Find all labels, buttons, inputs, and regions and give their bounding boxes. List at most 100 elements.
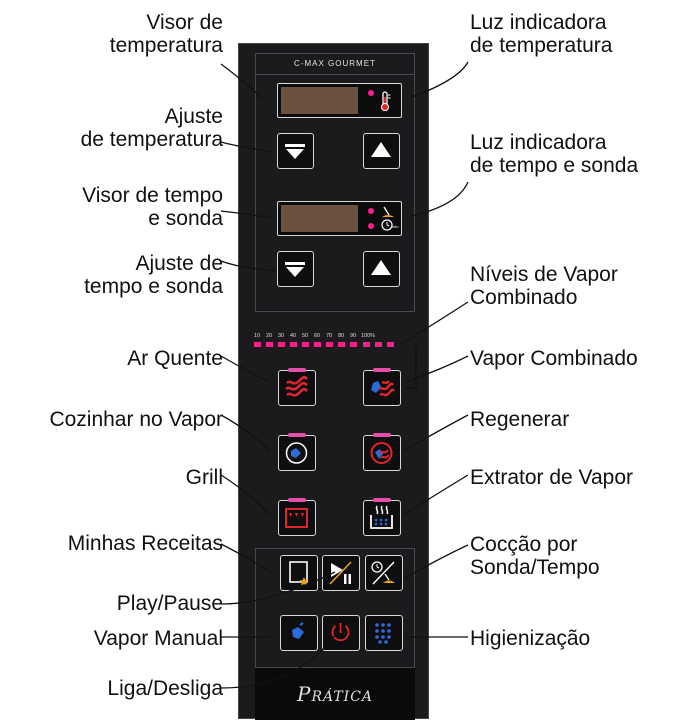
regenerar-button[interactable]	[363, 433, 401, 471]
vapor-combinado-button[interactable]	[363, 368, 401, 406]
steam-level-segment	[350, 342, 357, 347]
label-vapor-combinado: Vapor Combinado	[470, 347, 638, 370]
arrow-up-icon	[371, 260, 391, 275]
leader-ajuste-tempo	[220, 260, 276, 272]
leader-ajuste-temperatura	[220, 141, 273, 153]
leader-niveis-bracket	[405, 345, 417, 389]
grill-button[interactable]	[278, 498, 316, 536]
time-probe-display: min	[277, 201, 402, 236]
brand-logo: PRÁTICA	[296, 682, 374, 706]
mode-indicator	[373, 433, 391, 437]
leader-regenerar	[404, 414, 469, 451]
arrow-up-icon	[371, 142, 391, 157]
leader-visor-temperatura	[220, 63, 263, 99]
steam-level-label: 60	[314, 333, 321, 339]
label-grill: Grill	[185, 466, 223, 489]
leader-luz-temperatura	[411, 61, 469, 98]
recipe-book-icon	[289, 561, 309, 586]
hot-air-icon	[285, 375, 308, 397]
steam-level-label: 50	[302, 333, 309, 339]
control-panel: C-MAX GOURMET	[238, 43, 429, 720]
leader-extrator	[404, 474, 469, 515]
time-probe-lcd	[281, 205, 358, 232]
label-minhas-receitas: Minhas Receitas	[67, 532, 223, 555]
power-icon	[331, 623, 350, 642]
steam-level-segment	[363, 342, 370, 347]
regenerate-icon	[370, 442, 393, 464]
steam-level-segment	[254, 342, 261, 347]
coccao-sonda-tempo-button[interactable]	[365, 555, 403, 591]
label-liga-desliga: Liga/Desliga	[107, 677, 223, 700]
grill-icon	[285, 508, 308, 528]
temperature-down-button[interactable]	[277, 133, 314, 169]
temperature-up-button[interactable]	[363, 133, 400, 169]
steam-level-segment	[302, 342, 309, 347]
leader-luz-tempo	[411, 181, 469, 217]
leader-niveis-vapor	[399, 301, 469, 346]
probe-timer-icon: min	[381, 206, 398, 231]
leader-cozinhar-vapor	[220, 414, 271, 451]
play-pause-button[interactable]	[322, 555, 360, 591]
label-play-pause: Play/Pause	[116, 592, 223, 615]
arrow-down-icon	[285, 262, 305, 277]
model-header: C-MAX GOURMET	[255, 53, 415, 75]
leader-visor-tempo	[220, 210, 273, 219]
mode-indicator	[373, 368, 391, 372]
temperature-display	[277, 83, 402, 118]
steam-level-segment	[375, 342, 382, 347]
steam-level-segment	[266, 342, 273, 347]
label-extrator-de-vapor: Extrator de Vapor	[470, 466, 634, 489]
steam-level-segment	[338, 342, 345, 347]
vapor-manual-button[interactable]	[280, 615, 318, 651]
manual-steam-icon	[292, 622, 304, 639]
time-indicator-led	[368, 223, 374, 229]
steam-level-label: 90	[350, 333, 357, 339]
extrator-de-vapor-button[interactable]	[363, 498, 401, 536]
leader-liga-desliga	[220, 627, 341, 689]
probe-time-icon	[371, 561, 395, 585]
steam-level-label: 70	[326, 333, 333, 339]
probe-indicator-led	[368, 208, 374, 214]
leader-coccao	[404, 544, 469, 579]
label-higienizacao: Higienização	[470, 627, 591, 650]
bottom-controls-section	[255, 548, 415, 668]
play-pause-icon	[329, 561, 352, 585]
leader-grill	[220, 474, 271, 515]
steam-level-label: 100%	[361, 333, 376, 339]
steam-level-label: 80	[338, 333, 345, 339]
steam-level-label: 30	[278, 333, 285, 339]
leader-vapor-combinado	[404, 355, 469, 383]
model-name: C-MAX GOURMET	[294, 59, 376, 68]
mode-indicator	[288, 368, 306, 372]
steam-level-segment	[387, 342, 394, 347]
temperature-indicator-led	[368, 90, 374, 96]
steam-icon	[285, 442, 308, 464]
minhas-receitas-button[interactable]	[280, 555, 318, 591]
arrow-down-icon	[285, 144, 305, 159]
time-up-button[interactable]	[363, 251, 400, 287]
liga-desliga-button[interactable]	[322, 615, 360, 651]
temperature-lcd	[281, 87, 358, 114]
cleaning-icon	[375, 623, 391, 644]
thermometer-icon	[381, 91, 391, 111]
label-ar-quente: Ar Quente	[127, 347, 223, 370]
combi-steam-icon	[371, 380, 395, 397]
time-down-button[interactable]	[277, 251, 314, 287]
steam-level-label: 20	[266, 333, 273, 339]
ar-quente-button[interactable]	[278, 368, 316, 406]
label-cozinhar-no-vapor: Cozinhar no Vapor	[49, 408, 223, 431]
steam-extractor-icon	[370, 505, 393, 529]
cozinhar-no-vapor-button[interactable]	[278, 433, 316, 471]
steam-level-segment	[326, 342, 333, 347]
steam-level-segment	[290, 342, 297, 347]
higienizacao-button[interactable]	[365, 615, 403, 651]
